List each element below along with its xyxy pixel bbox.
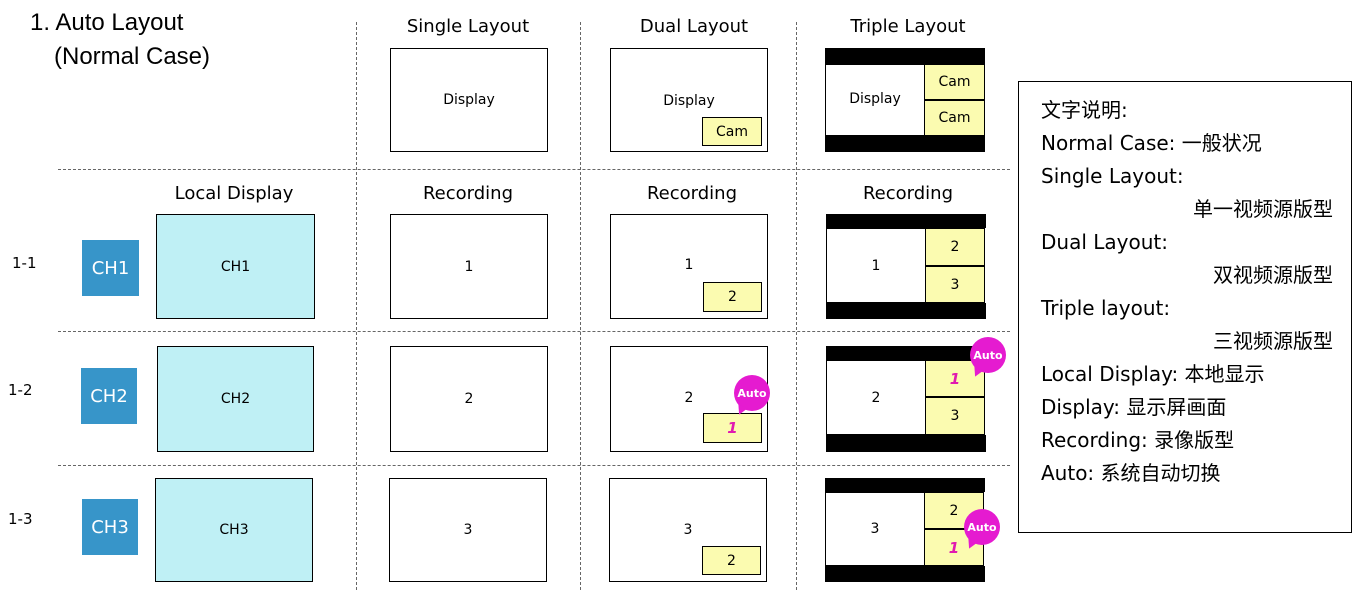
grid-divider-vertical-3: [796, 22, 797, 590]
triple-layout-bottom-bar: [825, 136, 985, 152]
recording-triple-main-value: 2: [871, 389, 881, 406]
legend-line: Local Display: 本地显示: [1041, 362, 1265, 386]
header-single-layout: Single Layout: [406, 16, 530, 37]
recording-triple-main-value: 3: [870, 521, 880, 537]
triple-layout-main-area: [825, 64, 925, 136]
legend-line: 双视频源版型: [1213, 263, 1333, 287]
legend-title: 文字说明:: [1041, 98, 1128, 122]
auto-switch-badge: Auto: [970, 337, 1006, 373]
recording-dual-main-value: 2: [684, 390, 694, 406]
recording-triple-frame-3: 3: [825, 478, 985, 582]
auto-switch-badge: Auto: [964, 509, 1000, 545]
triple-layout-cam-bottom: Cam: [924, 100, 985, 136]
local-display-ch1: CH1: [156, 214, 315, 319]
triple-bottom-bar: [826, 303, 986, 319]
recording-triple-main-value: 1: [871, 257, 881, 274]
recording-single-frame-3: 3: [389, 478, 547, 582]
recording-single-value: 1: [464, 258, 474, 275]
triple-main-area: 1: [826, 228, 926, 303]
recording-dual-main-value: 3: [683, 522, 693, 538]
triple-main-area: 2: [826, 360, 926, 435]
header-recording-single: Recording: [422, 183, 514, 204]
legend-line: Triple layout:: [1041, 296, 1171, 320]
recording-dual-pip-2: 1: [703, 413, 762, 443]
legend-line: 单一视频源版型: [1193, 197, 1333, 221]
recording-dual-main-value: 1: [684, 257, 694, 273]
triple-top-bar: [825, 478, 985, 492]
triple-top-bar: [826, 214, 986, 228]
dual-layout-cam-pip: Cam: [702, 117, 762, 146]
triple-layout-top-bar: [825, 48, 985, 64]
legend-line: Display: 显示屏画面: [1041, 395, 1227, 419]
recording-dual-pip-1: 2: [703, 282, 762, 312]
recording-single-frame-1: 1: [390, 214, 548, 319]
diagram-title-line1: 1. Auto Layout: [30, 9, 184, 36]
local-display-ch2: CH2: [157, 346, 314, 452]
legend-box: 文字说明: Normal Case: 一般状况 Single Layout: 单…: [1018, 81, 1352, 533]
legend-line: Dual Layout:: [1041, 230, 1168, 254]
grid-divider-horizontal-2: [58, 331, 1010, 332]
recording-triple-bottom-1: 3: [925, 266, 985, 303]
row-label: 1-2: [8, 381, 33, 399]
legend-line: 三视频源版型: [1213, 329, 1333, 353]
triple-bottom-bar: [825, 566, 985, 582]
single-layout-display-label: Display: [443, 92, 495, 108]
channel-button-ch1[interactable]: CH1: [82, 240, 139, 296]
legend-line: Normal Case: 一般状况: [1041, 131, 1262, 155]
channel-button-ch2[interactable]: CH2: [81, 368, 137, 424]
row-label: 1-3: [8, 510, 33, 528]
header-local-display: Local Display: [174, 183, 294, 204]
recording-single-frame-2: 2: [390, 346, 548, 452]
triple-main-area: 3: [825, 492, 925, 566]
recording-single-value: 3: [463, 522, 473, 538]
triple-bottom-bar: [826, 435, 986, 452]
legend-line: Auto: 系统自动切换: [1041, 461, 1221, 485]
recording-triple-frame-1: 1: [826, 214, 986, 319]
dual-layout-display-label: Display: [663, 93, 715, 109]
triple-top-bar: [826, 346, 986, 360]
row-label: 1-1: [12, 254, 37, 272]
recording-triple-frame-2: 2: [826, 346, 986, 452]
channel-button-ch3[interactable]: CH3: [82, 499, 138, 555]
recording-dual-pip-3: 2: [702, 546, 761, 575]
recording-triple-bottom-2: 3: [925, 397, 985, 435]
triple-layout-cam-top: Cam: [924, 64, 985, 100]
dual-layout-display-frame: Display: [610, 48, 768, 152]
grid-divider-horizontal-1: [58, 169, 1010, 170]
triple-layout-display-label: Display: [849, 91, 901, 107]
grid-divider-horizontal-3: [58, 465, 1010, 466]
header-recording-triple: Recording: [862, 183, 954, 204]
recording-single-value: 2: [464, 391, 474, 407]
recording-triple-top-1: 2: [925, 228, 985, 266]
header-dual-layout: Dual Layout: [639, 16, 749, 37]
header-recording-dual: Recording: [646, 183, 738, 204]
local-display-ch3: CH3: [155, 478, 313, 582]
grid-divider-vertical-1: [356, 22, 357, 590]
single-layout-display-frame: Display: [390, 48, 548, 152]
diagram-title-line2: (Normal Case): [54, 43, 211, 70]
header-triple-layout: Triple Layout: [850, 16, 966, 37]
grid-divider-vertical-2: [580, 22, 581, 590]
auto-switch-badge: Auto: [734, 375, 770, 411]
legend-line: Recording: 录像版型: [1041, 428, 1235, 452]
legend-line: Single Layout:: [1041, 164, 1184, 188]
